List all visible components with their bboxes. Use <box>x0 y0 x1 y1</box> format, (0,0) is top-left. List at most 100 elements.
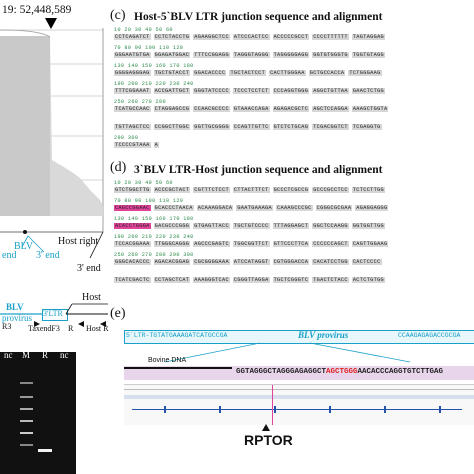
browser-track <box>124 384 474 425</box>
sequence-position-numbers: 10 20 30 40 50 60 <box>114 180 173 186</box>
sequence-block: GCTGCCACCA <box>308 70 346 76</box>
primer-blv-label: BLV <box>6 302 24 312</box>
sequence-block: CGGGTTAGGA <box>232 277 270 283</box>
sequence-block: TAGTAGGAG <box>351 34 386 40</box>
gel-lane-label: R <box>42 350 49 360</box>
sequence-block: TGCTGTACCT <box>153 70 191 76</box>
sequence-block: AGAGACGCTC <box>272 106 310 112</box>
r3-label: R3 <box>2 322 12 331</box>
sequence-block: ACAAAGGACA <box>196 205 234 211</box>
exon-mark <box>439 406 441 413</box>
sequence-block: TTGGGCAGGG <box>153 241 191 247</box>
sequence-block: CCTCTACCTG <box>153 34 191 40</box>
sequence-block: GGGAATGTGA <box>114 52 151 58</box>
sequence-block: TTTAGGAGCT <box>272 223 310 229</box>
panel-d-letter: (d) <box>110 160 127 175</box>
sequence-block: CCCAGGTGGG <box>272 88 310 94</box>
sequence-block: GCCCGCCTCC <box>312 187 349 193</box>
sequence-position-numbers: 130 140 150 160 170 180 <box>114 63 194 69</box>
sequence-block: CACTCCCC <box>351 259 382 265</box>
sequence-block: GGGCACACCC <box>114 259 151 265</box>
panel-d-title: 3`BLV LTR-Host junction sequence and ali… <box>134 164 383 176</box>
sequence-block: GGAGATGGAC <box>153 52 191 58</box>
sequence-position-numbers: 250 260 270 280 <box>114 99 166 105</box>
sequence-block: TGCTCGGGTC <box>272 277 310 283</box>
panel-c-title: Host-5`BLV LTR junction sequence and ali… <box>134 11 383 23</box>
exon-mark <box>164 406 166 413</box>
sequence-block: ACACCTGGGA <box>114 223 151 229</box>
sequence-block: GGTGGTTGG <box>351 223 386 229</box>
gene-arrow-icon <box>262 424 270 431</box>
ladder-band <box>20 444 33 446</box>
gel-image: nc M R nc <box>0 350 76 474</box>
sequence-block: CCTAGCTCAT <box>153 277 191 283</box>
sequence-block: GGTGTGGGTG <box>312 52 349 58</box>
sequence-block: GTCTCTGCAG <box>272 124 310 130</box>
ladder-band <box>20 432 33 434</box>
sequence-block: CAGTTGGAAG <box>351 241 389 247</box>
sequence-block: AGACACGGAG <box>153 259 191 265</box>
zoom-lines <box>164 342 411 363</box>
sequence-position-numbers: 190 200 210 220 230 240 <box>114 234 194 240</box>
sequence-block: TGCTACTCCT <box>229 70 267 76</box>
sample-band <box>38 449 52 452</box>
sequence-block: TGACTCTACC <box>312 277 349 283</box>
exon-mark <box>219 406 221 413</box>
bovine-dna-label: Bovine DNA <box>148 357 187 364</box>
ladder-band <box>20 382 33 384</box>
sequence-block: GTCTGGCTTG <box>114 187 151 193</box>
sequence-block: GTGAGTTACC <box>193 223 230 229</box>
provirus-label: BLV provirus <box>298 330 349 340</box>
sequence-block: CCCCCCAGCT <box>312 241 349 247</box>
browser-gene-line <box>132 409 462 410</box>
integration-site-line <box>272 385 273 425</box>
junction-seq-mid: AGCTGGG <box>326 368 358 376</box>
junction-box <box>124 366 474 380</box>
exon-mark <box>384 406 386 413</box>
exon-mark <box>274 406 276 413</box>
sequence-block: TCGACGGTCT <box>312 124 349 130</box>
sequence-block: GGCTCCAAGG <box>312 223 349 229</box>
panel-c-letter: (c) <box>110 8 126 23</box>
sequence-block: AGCCCGAGTC <box>193 241 230 247</box>
primer-diagram: BLV provirus 3'LTR Host R3 TaxendF3 R Ho… <box>0 280 110 340</box>
sequence-block: AAAGGGTCAC <box>193 277 230 283</box>
sequence-block: AAAGCTGGTA <box>351 106 389 112</box>
sequence-block: ACCCCCGCCT <box>272 34 310 40</box>
sequence-block: CGTGGGACCA <box>272 259 310 265</box>
blv-end-label: BLV <box>14 241 34 252</box>
exon-mark <box>329 406 331 413</box>
panel-e-letter: (e) <box>110 306 126 321</box>
ltr-box <box>42 309 68 321</box>
sequence-block: CCAACGCCCC <box>193 106 230 112</box>
provirus-bar <box>124 330 474 344</box>
host-r-label: Host R <box>86 324 109 333</box>
browser-ruler <box>124 389 474 390</box>
sequence-block: TAGGGGGAGG <box>272 52 310 58</box>
sequence-block: A <box>153 142 160 148</box>
sequence-block: GAACTCTGG <box>351 88 386 94</box>
ltr3-label: 3'LTR <box>43 309 63 318</box>
sequence-block: CTAGGAGCCG <box>153 106 191 112</box>
three-end-label: 3' end <box>36 250 60 261</box>
sequence-block: AGCTCCAGGA <box>312 106 349 112</box>
sequence-block: GTTCCCTTCA <box>272 241 310 247</box>
ltr-right-label: CCAAGAGAGACCGCGA <box>398 332 461 339</box>
sequence-block: TCTCCTTGG <box>351 187 386 193</box>
junction-seq-right: AACACCCAGGTGTCTTGAG <box>357 368 444 376</box>
sequence-block: TTTCGGAAAT <box>114 88 151 94</box>
sequence-block: CCTCAGATCT <box>114 34 151 40</box>
sequence-block: CGCGGGGAAA <box>193 259 230 265</box>
sequence-block: TGGCGGTTCT <box>232 241 270 247</box>
sequence-block: TCTGGGAAG <box>348 70 382 76</box>
ltr-sequence-label: 5`LTR-TGTATGAAAGATCATGCCGA <box>126 332 228 339</box>
